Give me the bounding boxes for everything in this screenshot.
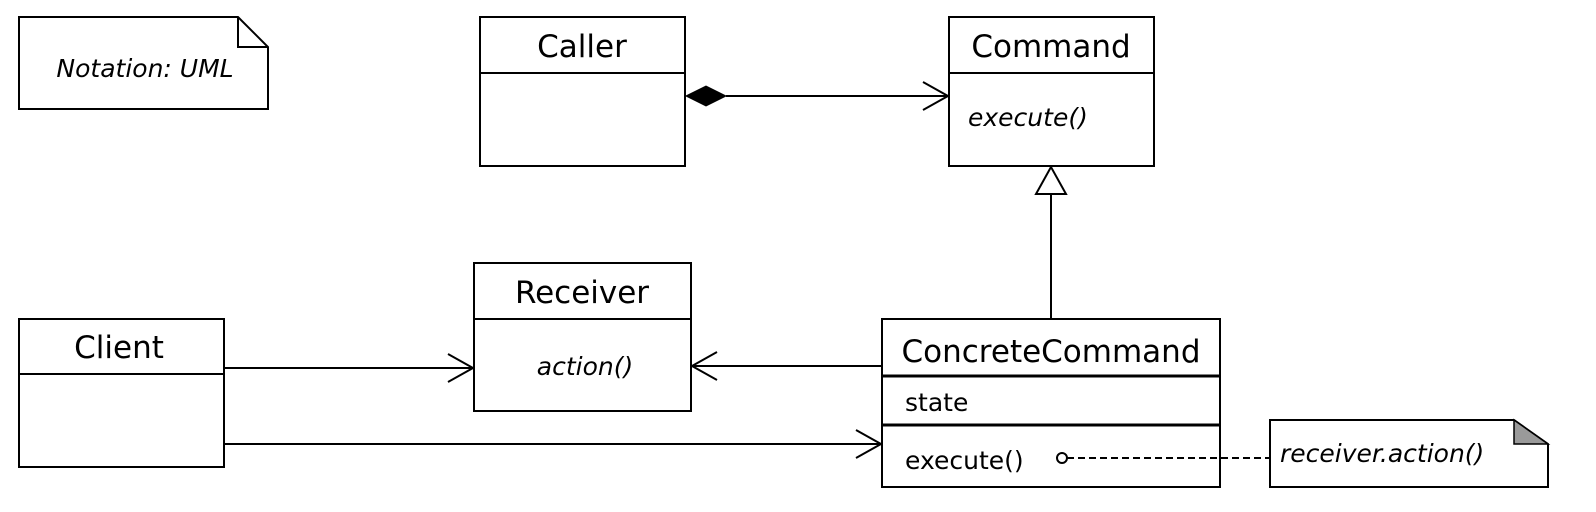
class-caller[interactable]: Caller <box>479 16 686 167</box>
open-arrowhead <box>855 429 884 459</box>
edge-client-receiver <box>224 353 476 383</box>
implementation-note: receiver.action() <box>1269 418 1551 488</box>
notation-note: Notation: UML <box>18 16 269 110</box>
edge-caller-command-composition <box>684 81 951 111</box>
note-anchor-dashed-line <box>1056 452 1270 464</box>
class-concrete-command-attribute: state <box>905 388 968 417</box>
class-receiver-operation: action() <box>537 352 633 381</box>
class-caller-name: Caller <box>537 29 627 65</box>
edge-concrete-command-receiver <box>689 351 882 381</box>
anchor-circle <box>1056 452 1068 464</box>
class-command[interactable]: Command execute() <box>948 16 1155 167</box>
class-client[interactable]: Client <box>18 318 225 468</box>
class-concrete-command-operation: execute() <box>905 446 1024 475</box>
class-command-name: Command <box>971 29 1130 65</box>
class-receiver-name: Receiver <box>515 275 649 311</box>
open-arrowhead <box>922 81 951 111</box>
implementation-note-text: receiver.action() <box>1280 439 1484 468</box>
class-command-operation: execute() <box>968 103 1088 132</box>
class-client-name: Client <box>74 330 164 366</box>
edge-concrete-command-generalization <box>1034 164 1068 319</box>
open-arrowhead <box>447 353 476 383</box>
notation-note-text: Notation: UML <box>56 54 233 83</box>
composition-diamond <box>684 85 728 107</box>
class-concrete-command[interactable]: ConcreteCommand state execute() <box>881 318 1221 488</box>
class-receiver[interactable]: Receiver action() <box>473 262 692 412</box>
edge-client-concrete-command <box>224 429 884 459</box>
class-concrete-command-name: ConcreteCommand <box>902 334 1201 370</box>
hollow-triangle-arrowhead <box>1034 164 1068 195</box>
open-arrowhead <box>689 351 718 381</box>
